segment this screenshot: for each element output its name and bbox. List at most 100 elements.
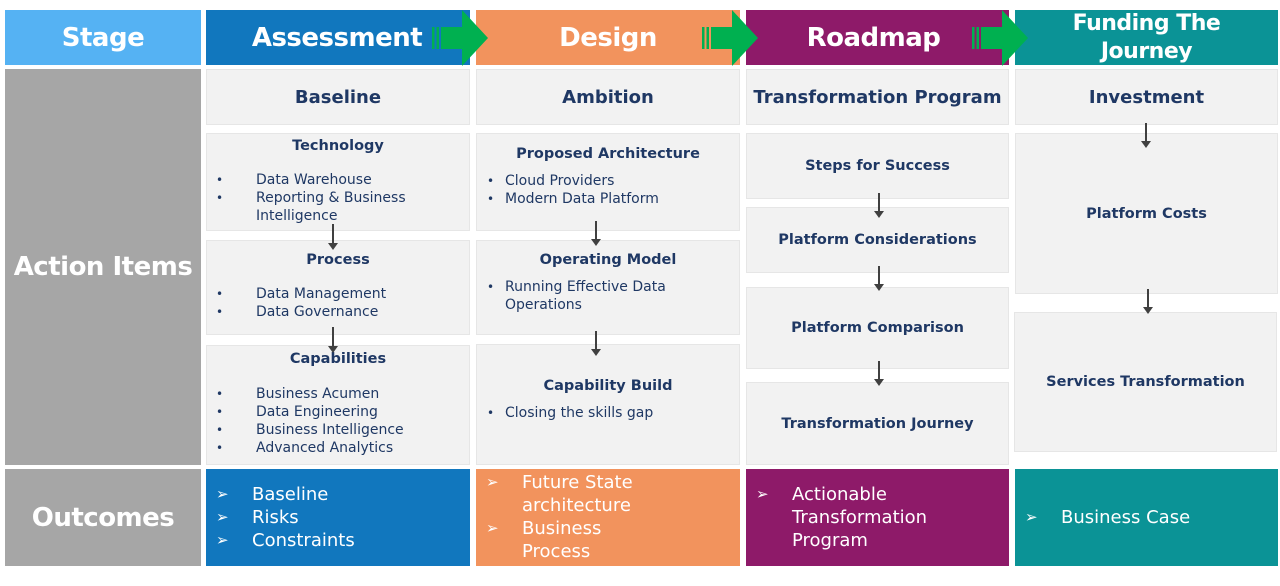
bullet-item: •Running Effective Data Operations bbox=[487, 279, 666, 313]
bullet-icon: • bbox=[487, 406, 495, 420]
technology-title: Technology bbox=[292, 138, 384, 154]
platform-comparison-block: Platform Comparison bbox=[746, 287, 1009, 369]
design-outcomes: ➢Future State architecture ➢Business Pro… bbox=[476, 469, 740, 585]
funding-outcomes-list: ➢Business Case bbox=[1015, 506, 1278, 529]
funding-header: Funding The Journey bbox=[1015, 10, 1278, 65]
capability-build-block: Capability Build •Closing the skills gap bbox=[476, 344, 740, 465]
arrow-down-icon bbox=[591, 221, 601, 247]
arrow-down-icon bbox=[591, 331, 601, 357]
roadmap-header-label: Roadmap bbox=[806, 22, 941, 53]
roadmap-header: Roadmap bbox=[746, 10, 1009, 65]
design-header-label: Design bbox=[559, 22, 657, 53]
assessment-outcomes: ➢Baseline ➢Risks ➢Constraints bbox=[206, 469, 470, 566]
arrow-down-icon bbox=[874, 361, 884, 387]
assessment-header-label: Assessment bbox=[251, 22, 423, 53]
roadmap-subheading-box: Transformation Program bbox=[746, 69, 1009, 125]
design-subheading-box: Ambition bbox=[476, 69, 740, 125]
assessment-subheading-box: Baseline bbox=[206, 69, 470, 125]
bullet-item: •Closing the skills gap bbox=[487, 405, 654, 421]
funding-header-label: Funding The Journey bbox=[1072, 10, 1221, 64]
chevron-right-icon: ➢ bbox=[216, 485, 229, 503]
funding-outcomes: ➢Business Case bbox=[1015, 469, 1278, 566]
chevron-right-icon: ➢ bbox=[216, 531, 229, 549]
bullet-icon: • bbox=[216, 191, 224, 205]
bullet-item: •Data Warehouse bbox=[216, 172, 372, 188]
bullet-icon: • bbox=[216, 423, 224, 437]
roadmap-subheading: Transformation Program bbox=[753, 86, 1002, 108]
platform-costs-title: Platform Costs bbox=[1086, 205, 1207, 222]
bullet-item: •Modern Data Platform bbox=[487, 191, 659, 207]
chevron-right-icon: ➢ bbox=[486, 519, 499, 537]
outcomes-label: Outcomes bbox=[5, 469, 201, 566]
outcome-item: ➢Actionable Transformation Program bbox=[756, 484, 928, 551]
funding-subheading-box: Investment bbox=[1015, 69, 1278, 125]
action-items-label: Action Items bbox=[5, 69, 201, 465]
outcome-item: ➢Baseline bbox=[216, 484, 329, 505]
bullet-icon: • bbox=[216, 387, 224, 401]
funding-subheading: Investment bbox=[1088, 86, 1205, 108]
design-header: Design bbox=[476, 10, 740, 65]
services-transformation-block: Services Transformation bbox=[1014, 312, 1277, 452]
outcome-item: ➢Business Case bbox=[1025, 507, 1191, 528]
platform-costs-block: Platform Costs bbox=[1015, 133, 1278, 294]
design-subheading: Ambition bbox=[562, 86, 654, 108]
capabilities-block: Capabilities •Business Acumen •Data Engi… bbox=[206, 345, 470, 465]
operating-model-block: Operating Model •Running Effective Data … bbox=[476, 240, 740, 335]
process-bullets: •Data Management •Data Governance bbox=[216, 285, 469, 321]
capabilities-bullets: •Business Acumen •Data Engineering •Busi… bbox=[216, 385, 469, 457]
capability-build-title: Capability Build bbox=[543, 378, 673, 394]
progress-arrow-icon bbox=[972, 10, 1028, 66]
bullet-item: •Data Management bbox=[216, 286, 387, 302]
platform-comparison-title: Platform Comparison bbox=[791, 320, 964, 336]
outcome-item: ➢Future State architecture bbox=[486, 472, 633, 516]
stage-header-label: Stage bbox=[61, 22, 145, 53]
bullet-icon: • bbox=[216, 441, 224, 455]
proposed-architecture-block: Proposed Architecture •Cloud Providers •… bbox=[476, 133, 740, 231]
chevron-right-icon: ➢ bbox=[756, 485, 769, 503]
arrow-down-icon bbox=[1143, 289, 1153, 315]
transformation-journey-title: Transformation Journey bbox=[781, 415, 974, 432]
chevron-right-icon: ➢ bbox=[1025, 508, 1038, 526]
bullet-icon: • bbox=[487, 192, 495, 206]
chevron-right-icon: ➢ bbox=[486, 473, 499, 491]
bullet-item: •Advanced Analytics bbox=[216, 440, 394, 456]
bullet-icon: • bbox=[216, 405, 224, 419]
process-block: Process •Data Management •Data Governanc… bbox=[206, 240, 470, 335]
assessment-header: Assessment bbox=[206, 10, 470, 65]
bullet-item: •Cloud Providers bbox=[487, 173, 615, 189]
outcome-item: ➢Business Process bbox=[486, 518, 602, 562]
bullet-item: •Data Engineering bbox=[216, 404, 378, 420]
roadmap-outcomes-list: ➢Actionable Transformation Program bbox=[746, 483, 1009, 552]
outcomes-label-text: Outcomes bbox=[31, 502, 175, 533]
operating-model-title: Operating Model bbox=[539, 252, 677, 268]
arrow-down-icon bbox=[328, 327, 338, 353]
bullet-icon: • bbox=[487, 174, 495, 188]
arrow-down-icon bbox=[874, 266, 884, 292]
chevron-right-icon: ➢ bbox=[216, 508, 229, 526]
technology-bullets: •Data Warehouse •Reporting & Business In… bbox=[216, 171, 469, 225]
roadmap-outcomes: ➢Actionable Transformation Program bbox=[746, 469, 1009, 566]
bullet-icon: • bbox=[216, 173, 224, 187]
outcome-item: ➢Risks bbox=[216, 507, 299, 528]
platform-considerations-title: Platform Considerations bbox=[778, 232, 977, 248]
progress-arrow-icon bbox=[432, 10, 488, 66]
capability-build-bullets: •Closing the skills gap bbox=[487, 404, 739, 422]
steps-for-success-title: Steps for Success bbox=[805, 158, 950, 174]
action-items-label-text: Action Items bbox=[13, 252, 193, 282]
progress-arrow-icon bbox=[702, 10, 758, 66]
bullet-item: •Business Acumen bbox=[216, 386, 380, 402]
bullet-item: •Business Intelligence bbox=[216, 422, 404, 438]
transformation-journey-block: Transformation Journey bbox=[746, 382, 1009, 465]
process-title: Process bbox=[306, 252, 370, 268]
stage-header: Stage bbox=[5, 10, 201, 65]
platform-considerations-block: Platform Considerations bbox=[746, 207, 1009, 273]
bullet-item: •Data Governance bbox=[216, 304, 379, 320]
bullet-item: •Reporting & Business Intelligence bbox=[216, 190, 406, 224]
bullet-icon: • bbox=[216, 305, 224, 319]
proposed-architecture-title: Proposed Architecture bbox=[516, 146, 700, 162]
outcome-item: ➢Constraints bbox=[216, 530, 355, 551]
bullet-icon: • bbox=[487, 280, 495, 294]
assessment-subheading: Baseline bbox=[294, 86, 382, 108]
bullet-icon: • bbox=[216, 287, 224, 301]
proposed-architecture-bullets: •Cloud Providers •Modern Data Platform bbox=[487, 172, 739, 208]
